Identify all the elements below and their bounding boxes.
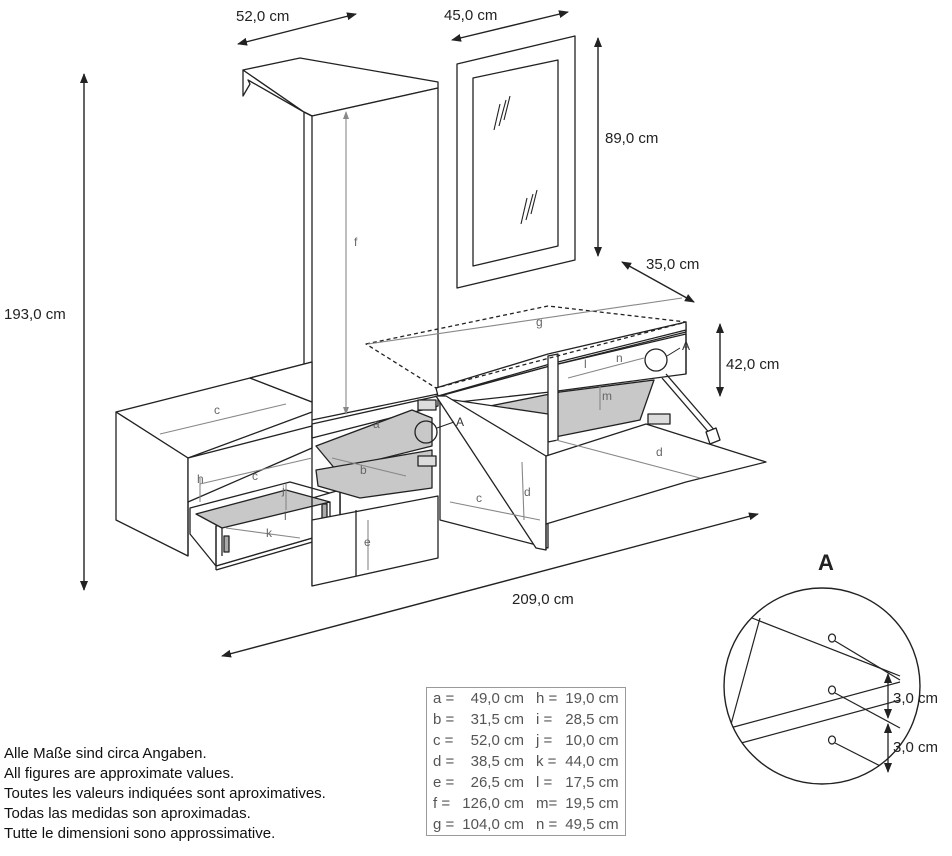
legend-left-val: 126,0 cm xyxy=(462,795,524,812)
note-en: All figures are approximate values. xyxy=(4,765,235,782)
note-de: Alle Maße sind circa Angaben. xyxy=(4,745,207,762)
inner-measure-lines xyxy=(159,111,701,570)
legend-right-key: h = xyxy=(535,690,558,707)
legend-left-val: 104,0 cm xyxy=(462,816,524,833)
legend-right-key: l = xyxy=(535,774,553,791)
legend-right-key: n = xyxy=(535,816,558,833)
legend-left-key: e = xyxy=(433,774,455,791)
measurement-legend: a = 49,0 cm h = 19,0 cm b = 31,5 cm i = 28,5 cm… xyxy=(426,687,626,836)
detail-a: 3,0 cm 3,0 cm xyxy=(723,587,938,785)
part-labels: f g c h c j i k a b e c d d l n m A A xyxy=(197,235,690,549)
legend-right-val: 44,0 cm xyxy=(565,753,619,770)
dim-hole-spacing-1: 3,0 cm xyxy=(893,690,938,707)
legend-left-val: 52,0 cm xyxy=(470,732,524,749)
legend-left-val: 31,5 cm xyxy=(470,711,524,728)
legend-left-key: a = xyxy=(433,690,455,707)
legend-left-val: 38,5 cm xyxy=(470,753,524,770)
note-it: Tutte le dimensioni sono approssimative. xyxy=(4,825,276,842)
legend-row: g = 104,0 cm n = 49,5 cm xyxy=(427,814,626,836)
legend-left-key: g = xyxy=(433,816,455,833)
dim-depth-low: 35,0 cm xyxy=(646,256,699,273)
label-l: l xyxy=(584,357,587,371)
legend-row: c = 52,0 cm j = 10,0 cm xyxy=(427,730,626,751)
note-es: Todas las medidas son aproximadas. xyxy=(4,805,251,822)
legend-left-key: f = xyxy=(433,795,451,812)
tall-panel xyxy=(242,57,439,421)
legend-right-val: 17,5 cm xyxy=(565,774,619,791)
legend-right-val: 49,5 cm xyxy=(565,816,619,833)
note-fr: Toutes les valeurs indiquées sont aproxi… xyxy=(4,785,326,802)
legend-right-val: 19,5 cm xyxy=(565,795,619,812)
label-i: i xyxy=(284,509,287,523)
callout-marker-right: A xyxy=(682,339,690,353)
dim-height-low: 42,0 cm xyxy=(726,356,779,373)
label-j: j xyxy=(281,483,285,497)
legend-right-key: i = xyxy=(535,711,553,728)
dim-height-total: 193,0 cm xyxy=(4,306,66,323)
legend-row: b = 31,5 cm i = 28,5 cm xyxy=(427,709,626,730)
right-cabinet xyxy=(435,321,767,551)
legend-row: f = 126,0 cm m= 19,5 cm xyxy=(427,793,626,814)
label-f: f xyxy=(354,235,358,249)
legend-right-key: j = xyxy=(535,732,553,749)
legend-left-key: d = xyxy=(433,753,455,770)
label-m: m xyxy=(602,389,612,403)
legend-row: a = 49,0 cm h = 19,0 cm xyxy=(427,688,626,710)
dimension-lines xyxy=(80,10,759,658)
dim-width-total: 209,0 cm xyxy=(512,591,574,608)
dim-width-mirror: 45,0 cm xyxy=(444,7,497,24)
label-d-door: d xyxy=(524,485,531,499)
legend-right-val: 19,0 cm xyxy=(565,690,619,707)
label-n: n xyxy=(616,351,623,365)
legend-left-val: 49,0 cm xyxy=(470,690,524,707)
callout-marker-mid: A xyxy=(456,415,464,429)
dim-width-top: 52,0 cm xyxy=(236,8,289,25)
furniture-linework xyxy=(115,35,767,587)
mirror xyxy=(456,35,576,289)
legend-row: d = 38,5 cm k = 44,0 cm xyxy=(427,751,626,772)
label-c-door: c xyxy=(476,491,482,505)
legend-left-key: c = xyxy=(433,732,454,749)
legend-row: e = 26,5 cm l = 17,5 cm xyxy=(427,772,626,793)
legend-right-val: 28,5 cm xyxy=(565,711,619,728)
label-g: g xyxy=(536,315,543,329)
hinges xyxy=(417,399,671,467)
middle-compartment xyxy=(311,395,439,587)
label-h: h xyxy=(197,472,204,486)
label-a: a xyxy=(373,417,380,431)
legend-right-key: k = xyxy=(535,753,557,770)
label-d-flap: d xyxy=(656,445,663,459)
label-c-top: c xyxy=(214,403,220,417)
label-e: e xyxy=(364,535,371,549)
dim-hole-spacing-2: 3,0 cm xyxy=(893,739,938,756)
drawer xyxy=(189,481,341,571)
legend-right-val: 10,0 cm xyxy=(565,732,619,749)
dim-height-mirror: 89,0 cm xyxy=(605,130,658,147)
legend-right-key: m= xyxy=(535,795,558,812)
label-k: k xyxy=(266,526,273,540)
legend-left-val: 26,5 cm xyxy=(470,774,524,791)
approximation-notes: Alle Maße sind circa Angaben. All figure… xyxy=(4,744,326,844)
label-b: b xyxy=(360,463,367,477)
detail-title: A xyxy=(818,550,834,575)
legend-left-key: b = xyxy=(433,711,455,728)
label-c-front: c xyxy=(252,469,258,483)
left-shelf-unit xyxy=(115,361,313,557)
dimension-labels: 52,0 cm 45,0 cm 89,0 cm 193,0 cm 35,0 cm… xyxy=(4,7,779,608)
